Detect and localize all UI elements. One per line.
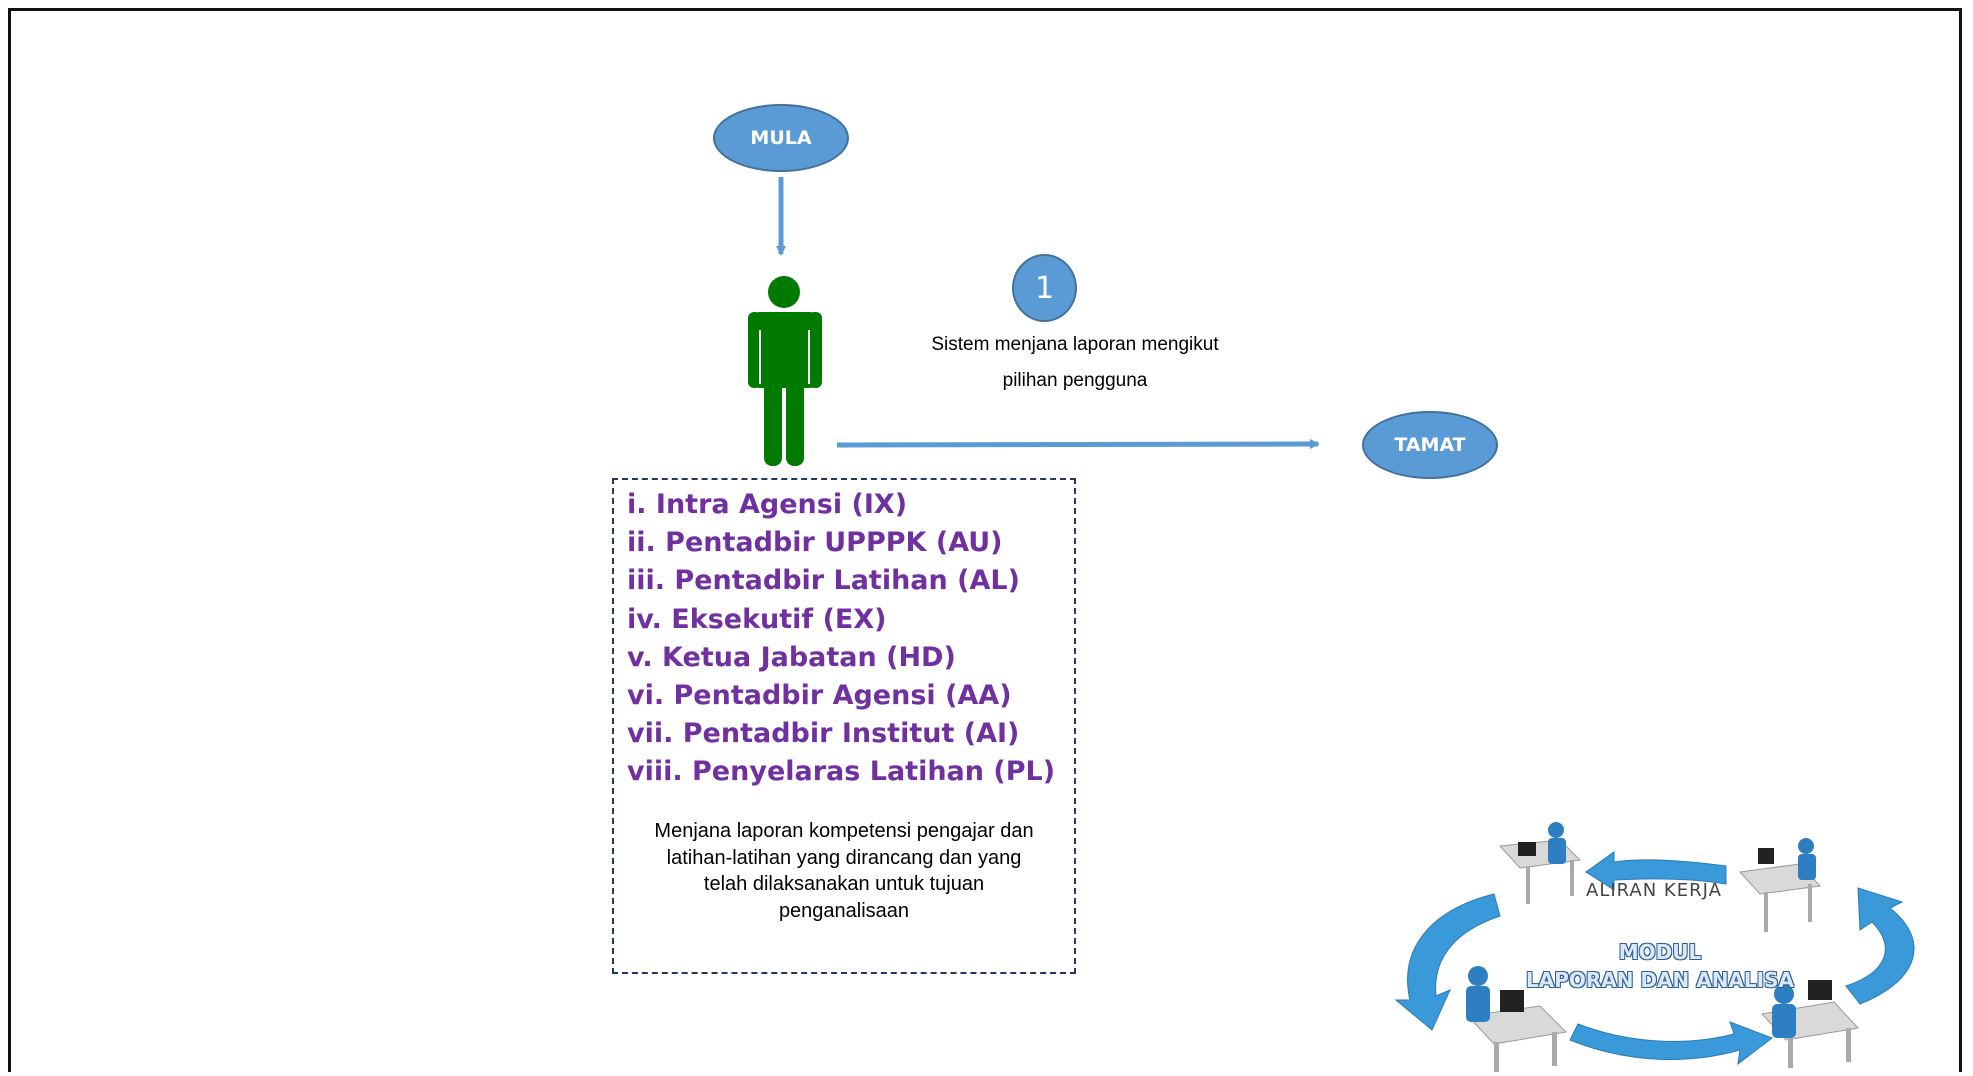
workflow-title-line: MODUL bbox=[1618, 940, 1702, 964]
role-item: i. Intra Agensi (IX) bbox=[627, 489, 908, 520]
arrow-right-icon bbox=[836, 439, 1320, 450]
role-list: i. Intra Agensi (IX) ii. Pentadbir UPPPK… bbox=[627, 486, 1055, 792]
roles-box bbox=[612, 478, 1076, 974]
end-node: TAMAT bbox=[1362, 411, 1498, 479]
role-item: ii. Pentadbir UPPPK (AU) bbox=[627, 527, 1003, 559]
role-item: vii. Pentadbir Institut (AI) bbox=[627, 718, 1020, 750]
step-number-badge: 1 bbox=[1012, 254, 1077, 322]
step-description-line: pilihan pengguna bbox=[1002, 370, 1148, 391]
role-item: v. Ketua Jabatan (HD) bbox=[627, 641, 956, 673]
description-line: penganalisaan bbox=[778, 899, 910, 922]
description-line: latihan-latihan yang dirancang dan yang bbox=[666, 846, 1022, 869]
workflow-title: MODUL LAPORAN DAN ANALISA bbox=[1500, 938, 1820, 994]
step-description-line: Sistem menjana laporan mengikut bbox=[931, 334, 1219, 355]
start-node: MULA bbox=[713, 104, 849, 172]
description-line: telah dilaksanakan untuk tujuan bbox=[703, 873, 985, 895]
role-item: vi. Pentadbir Agensi (AA) bbox=[627, 680, 1012, 712]
role-description: Menjana laporan kompetensi pengajar dan … bbox=[626, 818, 1062, 924]
role-item: iv. Eksekutif (EX) bbox=[627, 603, 887, 635]
workflow-label: ALIRAN KERJA bbox=[1586, 880, 1722, 901]
role-item: viii. Penyelaras Latihan (PL) bbox=[627, 756, 1056, 788]
description-line: Menjana laporan kompetensi pengajar dan bbox=[654, 820, 1034, 842]
diagram-frame bbox=[8, 8, 1962, 1072]
role-item: iii. Pentadbir Latihan (AL) bbox=[627, 565, 1020, 597]
workflow-title-line: LAPORAN DAN ANALISA bbox=[1525, 968, 1794, 992]
